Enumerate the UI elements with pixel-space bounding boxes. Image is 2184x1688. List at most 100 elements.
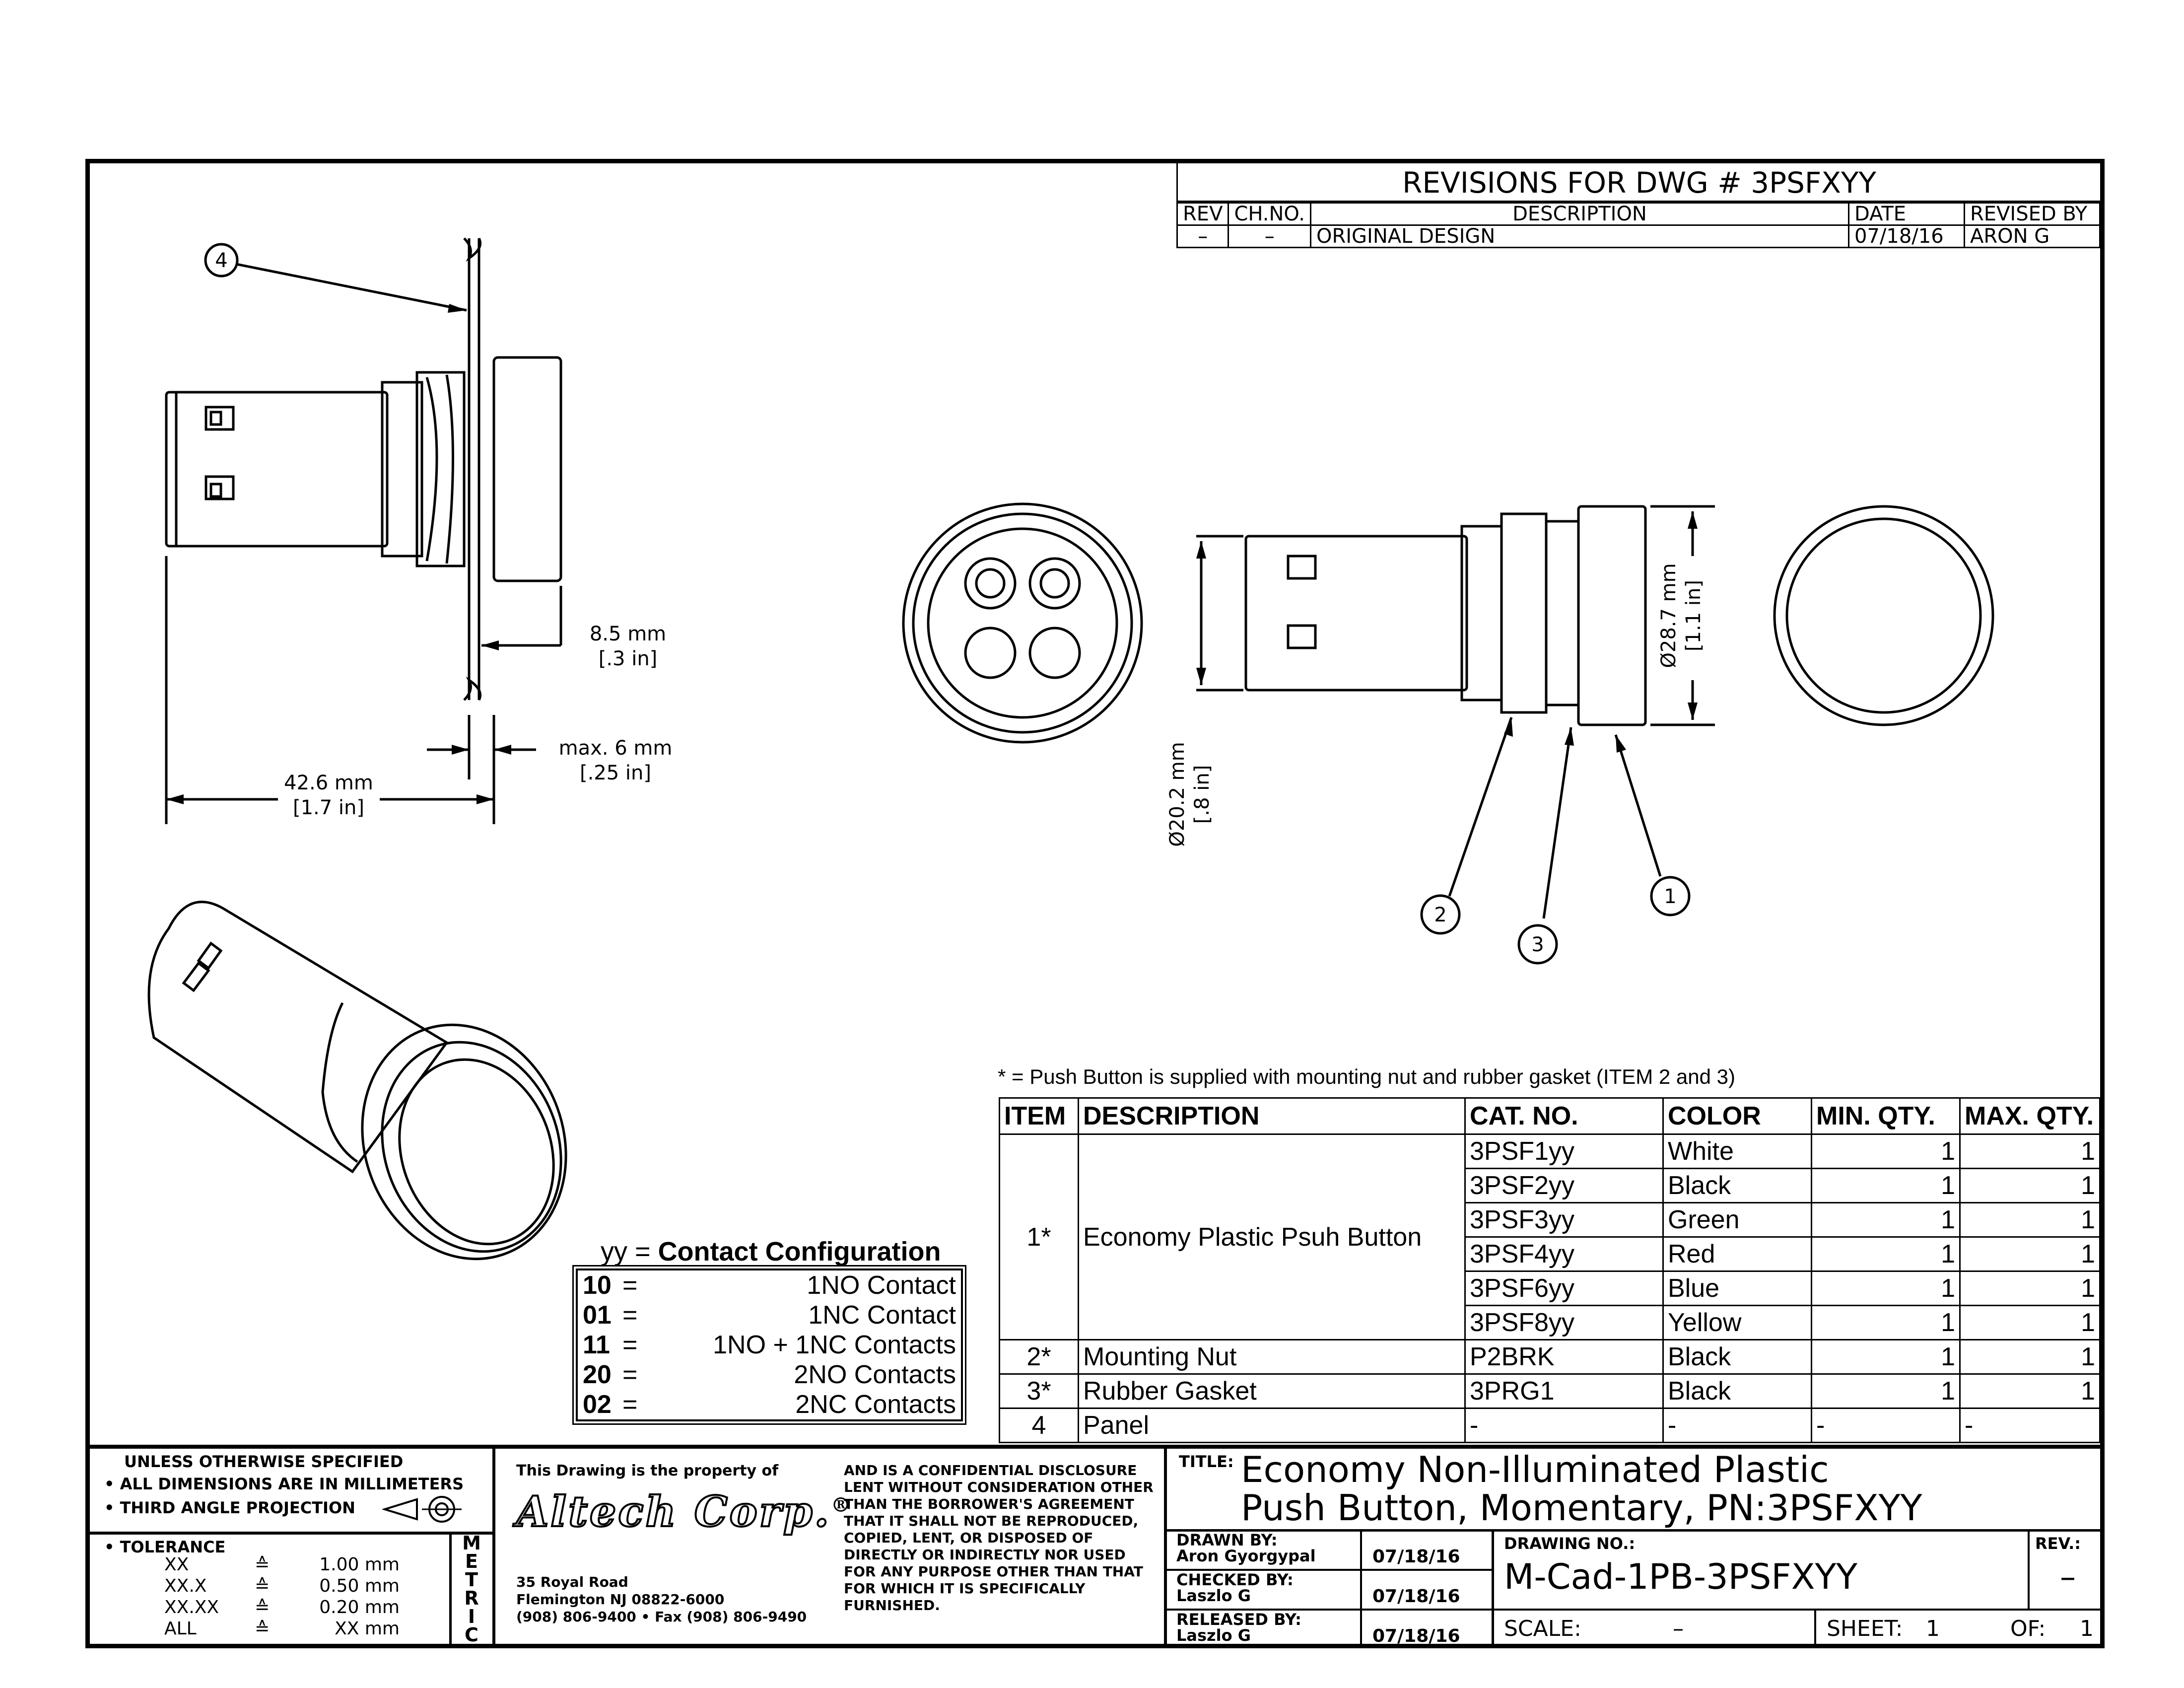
table-row: 4 Panel - - - -	[999, 1407, 2101, 1443]
config-desc: 2NC Contacts	[795, 1390, 956, 1419]
released-by: Laszlo G	[1176, 1626, 1251, 1645]
isometric-view	[147, 901, 567, 1261]
table-row: 1* Economy Plastic Psuh Button 3PSF1yy W…	[999, 1133, 2101, 1340]
scale-label: SCALE:	[1504, 1616, 1581, 1641]
table-row: 11=1NO + 1NC Contacts	[577, 1330, 962, 1360]
bom-min: -	[1811, 1407, 1961, 1443]
config-eq: =	[622, 1331, 638, 1359]
dim-dia-small-in: [.8 in]	[1191, 765, 1214, 824]
config-desc: 1NO Contact	[807, 1271, 956, 1300]
bom-color: Black	[1662, 1168, 1812, 1203]
table-row: 3PSF6yy Blue 1 1	[1000, 1270, 2101, 1306]
rev-value: –	[2060, 1559, 2076, 1596]
bom-max: -	[1959, 1407, 2101, 1443]
bom-min: 1	[1811, 1202, 1961, 1238]
title-label: TITLE:	[1179, 1452, 1234, 1471]
config-code: 10	[583, 1271, 612, 1300]
table-row: 3PSF3yy Green 1 1	[1000, 1202, 2101, 1238]
table-row: 02 = 2NC Contacts	[577, 1390, 962, 1420]
description-header: DESCRIPTION	[1309, 202, 1850, 226]
table-row: 3PSF4yy Red 1 1	[1000, 1236, 2101, 1272]
address-3: (908) 806-9400 • Fax (908) 806-9490	[516, 1609, 807, 1625]
bom-color: -	[1662, 1407, 1812, 1443]
of-value: 1	[2080, 1616, 2094, 1641]
bom-max: 1	[1959, 1236, 2101, 1272]
config-eq: =	[622, 1271, 638, 1300]
bom-min: 1	[1811, 1236, 1961, 1272]
dim-max: max. 6 mm	[559, 737, 673, 760]
table-row: 20=2NO Contacts	[577, 1360, 962, 1390]
contact-config-heading: Contact Configuration	[658, 1237, 941, 1266]
drawn-by-label: DRAWN BY:	[1176, 1531, 1278, 1549]
bom-color: Black	[1662, 1373, 1812, 1409]
bom-item: 4	[999, 1407, 1079, 1443]
bom-cat: 3PSF8yy	[1464, 1305, 1664, 1340]
bill-of-materials: ITEM DESCRIPTION CAT. NO. COLOR MIN. QTY…	[999, 1097, 2101, 1443]
drawn-by: Aron Gyorgypal	[1176, 1547, 1316, 1565]
bom-header-item: ITEM	[999, 1097, 1079, 1135]
bom-min: 1	[1811, 1305, 1961, 1340]
revised-by-header: REVISED BY	[1964, 202, 2101, 226]
company-logo: Altech Corp.®	[515, 1486, 853, 1537]
contact-config-prefix: yy =	[601, 1237, 651, 1266]
checked-by: Laszlo G	[1176, 1586, 1251, 1605]
table-row: 2* Mounting Nut P2BRK Black 1 1	[999, 1339, 2101, 1375]
title-line-2: Push Button, Momentary, PN:3PSFXYY	[1241, 1487, 1922, 1529]
balloon-3-label: 3	[1531, 933, 1544, 956]
balloon-2	[1420, 894, 1461, 935]
bom-max: 1	[1959, 1339, 2101, 1375]
bom-min: 1	[1811, 1168, 1961, 1203]
rev-value: –	[1176, 224, 1229, 248]
chno-value: –	[1228, 224, 1311, 248]
balloon-2-label: 2	[1434, 904, 1446, 926]
bom-min: 1	[1811, 1339, 1961, 1375]
balloon-1	[1650, 876, 1691, 916]
bom-cat: 3PRG1	[1464, 1373, 1664, 1409]
bom-header-min: MIN. QTY.	[1811, 1097, 1961, 1135]
dim-max-in: [.25 in]	[580, 762, 651, 784]
side-view	[165, 237, 562, 824]
table-row: 10 = 1NO Contact	[577, 1269, 962, 1300]
property-text: This Drawing is the property of	[516, 1462, 779, 1479]
sheet-value: 1	[1926, 1616, 1940, 1641]
bom-min: 1	[1811, 1373, 1961, 1409]
drawing-no: M-Cad-1PB-3PSFXYY	[1504, 1556, 1858, 1597]
drawing-no-label: DRAWING NO.:	[1504, 1534, 1636, 1553]
bom-color: Yellow	[1662, 1305, 1812, 1340]
description-value: ORIGINAL DESIGN	[1309, 224, 1850, 248]
table-row: 3* Rubber Gasket 3PRG1 Black 1 1	[999, 1373, 2101, 1409]
bom-color: Red	[1662, 1236, 1812, 1272]
bom-cat: -	[1464, 1407, 1664, 1443]
bom-desc: Mounting Nut	[1078, 1339, 1466, 1375]
dim-panel: 8.5 mm	[590, 623, 666, 645]
revised-by-value: ARON G	[1964, 224, 2101, 248]
bom-cat: 3PSF2yy	[1464, 1168, 1664, 1203]
address-1: 35 Royal Road	[516, 1574, 628, 1590]
config-eq: =	[622, 1390, 638, 1419]
config-code: 02	[583, 1390, 612, 1419]
tolerance-table: XX≙1.00 mm XX.X≙0.50 mm XX.XX≙0.20 mm AL…	[164, 1554, 400, 1639]
bom-item-1-desc: Economy Plastic Psuh Button	[1078, 1133, 1466, 1340]
config-eq: =	[622, 1301, 638, 1330]
bom-color: Green	[1662, 1202, 1812, 1238]
confidential-text: AND IS A CONFIDENTIAL DISCLOSURE LENT WI…	[844, 1462, 1154, 1614]
config-eq: =	[622, 1360, 638, 1389]
bom-cat: 3PSF6yy	[1464, 1270, 1664, 1306]
rev-header: REV	[1176, 202, 1229, 226]
bom-max: 1	[1959, 1373, 2101, 1409]
config-desc: 1NO + 1NC Contacts	[713, 1331, 956, 1359]
revisions-table: REV CH.NO. DESCRIPTION DATE REVISED BY –…	[1176, 202, 2101, 248]
bom-item: 3*	[999, 1373, 1079, 1409]
checked-by-label: CHECKED BY:	[1176, 1570, 1294, 1589]
released-by-label: RELEASED BY:	[1176, 1610, 1301, 1629]
bom-cat: 3PSF1yy	[1464, 1133, 1664, 1169]
bom-color: Blue	[1662, 1270, 1812, 1306]
of-label: OF:	[2010, 1616, 2046, 1641]
table-row: 01=1NC Contact	[577, 1300, 962, 1330]
table-row: ALL≙XX mm	[164, 1618, 400, 1639]
all-dimensions: • ALL DIMENSIONS ARE IN MILLIMETERS	[104, 1475, 464, 1493]
bom-cat: 3PSF3yy	[1464, 1202, 1664, 1238]
title-line-1: Economy Non-Illuminated Plastic	[1241, 1449, 1829, 1490]
